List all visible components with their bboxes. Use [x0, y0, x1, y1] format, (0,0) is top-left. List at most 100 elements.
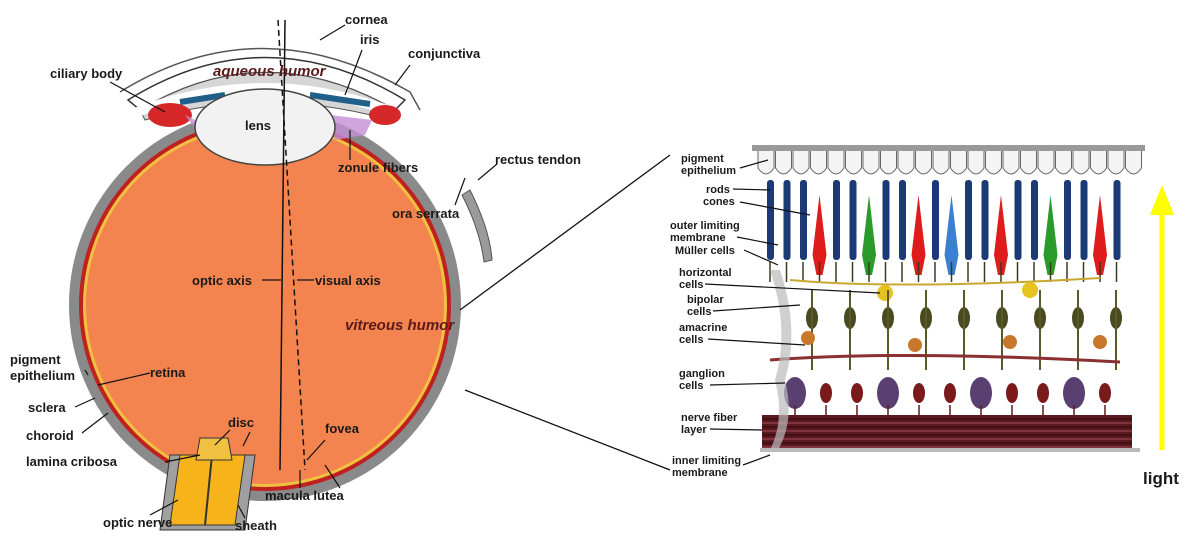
pigment-cell [933, 151, 949, 174]
pigment-cell [828, 151, 844, 174]
zonule-fibers-shape [330, 115, 372, 140]
pigment-cell [916, 151, 932, 174]
ganglion-cell [913, 383, 925, 403]
pigment-cell [1073, 151, 1089, 174]
rlabel-membrane: membrane [670, 232, 726, 244]
bipolar-layer [770, 278, 1122, 370]
rlabel-muller-cells: Müller cells [675, 245, 735, 257]
zoom-line-bottom [465, 390, 670, 470]
label-lens: lens [245, 118, 271, 133]
rlabel-amacrine: amacrine [679, 322, 727, 334]
pigment-cell [793, 151, 809, 174]
pigment-cell [986, 151, 1002, 174]
rlabel-inner-membrane: membrane [672, 467, 728, 479]
label-disc: disc [228, 415, 254, 430]
ganglion-layer [784, 377, 1111, 418]
label-cornea: cornea [345, 12, 388, 27]
rlabel-layer: layer [681, 424, 707, 436]
rod [1031, 180, 1038, 260]
rod [767, 180, 774, 260]
rod [1081, 180, 1088, 260]
label-sclera: sclera [28, 400, 66, 415]
pigment-epithelium-cells [758, 151, 1142, 174]
eye-cross-section [69, 20, 492, 530]
label-zonule-fibers: zonule fibers [338, 160, 418, 175]
rod [1114, 180, 1121, 260]
light-arrow: light [1143, 185, 1179, 488]
ganglion-cell [944, 383, 956, 403]
rod [833, 180, 840, 260]
pigment-cell [811, 151, 827, 174]
pigment-cell [776, 151, 792, 174]
ganglion-cell [1099, 383, 1111, 403]
label-conjunctiva: conjunctiva [408, 46, 481, 61]
rlabel-ganglion-cells: cells [679, 380, 703, 392]
rlabel-amacrine-cells: cells [679, 334, 703, 346]
rlabel-ganglion: ganglion [679, 368, 725, 380]
pigment-cell [1126, 151, 1142, 174]
optic-disc [196, 438, 232, 460]
rod [1015, 180, 1022, 260]
label-optic-axis: optic axis [192, 273, 252, 288]
amacrine-cell [908, 338, 922, 352]
inner-limiting-band [760, 448, 1140, 452]
rlabel-horizontal: horizontal [679, 267, 732, 279]
pigment-cell [846, 151, 862, 174]
label-epithelium: epithelium [10, 368, 75, 383]
label-vitreous-humor: vitreous humor [345, 317, 455, 334]
ganglion-cell [970, 377, 992, 409]
pigment-cell [1038, 151, 1054, 174]
ganglion-cell [1063, 377, 1085, 409]
label-optic-nerve: optic nerve [103, 515, 172, 530]
rod [932, 180, 939, 260]
top-band [752, 145, 1145, 151]
label-ciliary-body: ciliary body [50, 66, 123, 81]
retina-detail [752, 145, 1145, 452]
pigment-cell [863, 151, 879, 174]
ganglion-cell [1037, 383, 1049, 403]
photoreceptor-layer [767, 180, 1121, 282]
label-macula-lutea: macula lutea [265, 488, 345, 503]
rod [883, 180, 890, 260]
ganglion-cell [851, 383, 863, 403]
pigment-cell [1056, 151, 1072, 174]
rlabel-outer-limiting: outer limiting [670, 220, 740, 232]
label-choroid: choroid [26, 428, 74, 443]
label-pigment: pigment [10, 352, 61, 367]
pigment-cell [1021, 151, 1037, 174]
pigment-cell [1108, 151, 1124, 174]
ganglion-cell [1006, 383, 1018, 403]
zoom-line-top [460, 155, 670, 310]
rod [800, 180, 807, 260]
label-aqueous-humor: aqueous humor [213, 63, 327, 80]
ciliary-body-right [369, 105, 401, 125]
label-sheath: sheath [235, 518, 277, 533]
pigment-cell [898, 151, 914, 174]
rod [784, 180, 791, 260]
pigment-cell [1091, 151, 1107, 174]
pigment-cell [1003, 151, 1019, 174]
rlabel-inner-limiting: inner limiting [672, 455, 741, 467]
rlabel-nerve-fiber: nerve fiber [681, 412, 738, 424]
rlabel-rods: rods [706, 184, 730, 196]
horizontal-cell [1022, 282, 1038, 298]
rectus-tendon-shape [462, 190, 492, 262]
label-retina: retina [150, 365, 186, 380]
vitreous-humor-region [86, 126, 444, 484]
label-iris: iris [360, 32, 380, 47]
amacrine-cell [1003, 335, 1017, 349]
pigment-cell [881, 151, 897, 174]
amacrine-cell [801, 331, 815, 345]
label-visual-axis: visual axis [315, 273, 381, 288]
rod [965, 180, 972, 260]
rod [1064, 180, 1071, 260]
rlabel-cones: cones [703, 196, 735, 208]
rod [899, 180, 906, 260]
label-lamina-cribosa: lamina cribosa [26, 454, 118, 469]
label-ora-serrata: ora serrata [392, 206, 460, 221]
rlabel-bipolar: bipolar [687, 294, 724, 306]
rlabel-epithelium: epithelium [681, 165, 736, 177]
ganglion-cell [820, 383, 832, 403]
inner-plexiform [770, 355, 1120, 362]
